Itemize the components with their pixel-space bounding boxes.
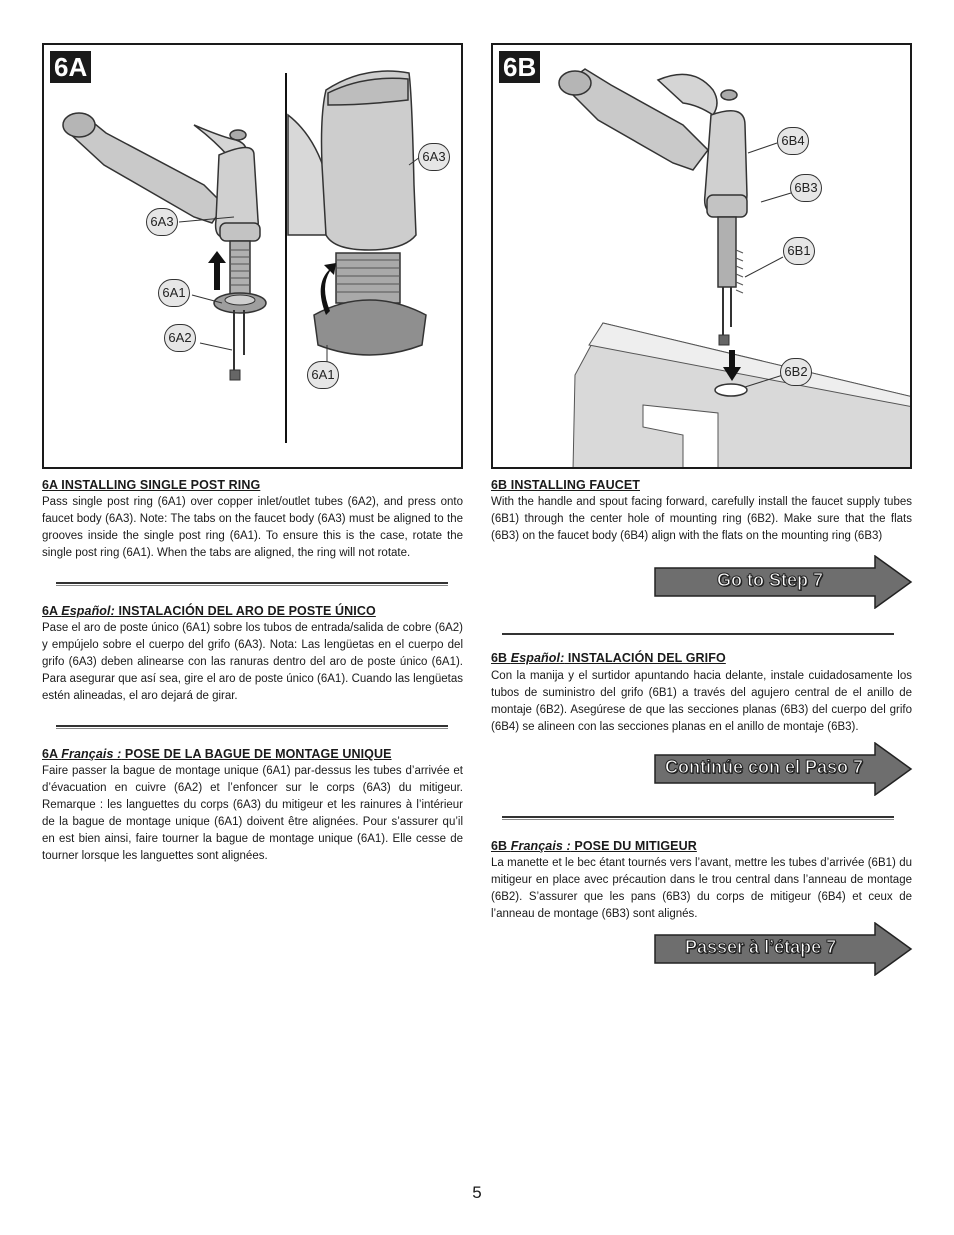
divider-rule bbox=[502, 633, 894, 636]
heading-language: Français : bbox=[61, 747, 122, 761]
arrow-shape bbox=[654, 741, 913, 797]
section-heading-6a-es: 6A Español: INSTALACIÓN DEL ARO DE POSTE… bbox=[42, 604, 376, 618]
passer-etape-7-arrow: Passer à l’étape 7 bbox=[653, 921, 913, 977]
figure-6b: 6B 6B4 6B3 6B1 6 bbox=[491, 43, 912, 469]
divider-rule bbox=[502, 816, 894, 820]
arrow-shape bbox=[654, 554, 913, 610]
heading-prefix: 6A bbox=[42, 747, 62, 761]
section-body-6a-en: Pass single post ring (6A1) over copper … bbox=[42, 496, 463, 559]
figure-tag-6b: 6B bbox=[499, 51, 541, 83]
arrow-label: Continúe con el Paso 7 bbox=[664, 757, 864, 778]
callout-6b3: 6B3 bbox=[790, 174, 822, 202]
heading-prefix: 6B bbox=[491, 839, 511, 853]
section-heading-6b-es: 6B Español: INSTALACIÓN DEL GRIFO bbox=[491, 651, 726, 665]
section-body-6a-fr: Faire passer la bague de montage unique … bbox=[42, 765, 463, 862]
arrow-label: Passer à l’étape 7 bbox=[684, 937, 837, 958]
section-heading-6a-fr: 6A Français : POSE DE LA BAGUE DE MONTAG… bbox=[42, 747, 392, 761]
faucet-illustration-6a bbox=[62, 70, 427, 443]
heading-title: POSE DE LA BAGUE DE MONTAGE UNIQUE bbox=[121, 747, 392, 761]
figure-6a: 6A bbox=[42, 43, 463, 469]
section-body-6b-fr: La manette et le bec étant tournés vers … bbox=[491, 857, 912, 920]
go-to-step-7-arrow: Go to Step 7 bbox=[653, 554, 913, 610]
heading-language: Español: bbox=[510, 651, 565, 665]
heading-prefix: 6B bbox=[491, 651, 511, 665]
arrow-shape bbox=[654, 921, 913, 977]
section-body-6a-es: Pase el aro de poste único (6A1) sobre l… bbox=[42, 622, 463, 702]
section-heading-6a-en: 6A INSTALLING SINGLE POST RING bbox=[42, 478, 261, 492]
callout-6a2: 6A2 bbox=[164, 324, 196, 352]
callout-6b1: 6B1 bbox=[783, 237, 815, 265]
divider-rule bbox=[56, 582, 448, 586]
heading-language: Français : bbox=[510, 839, 571, 853]
callout-6a3-left: 6A3 bbox=[146, 208, 178, 236]
callout-6a1-left: 6A1 bbox=[158, 279, 190, 307]
heading-language: Español: bbox=[61, 604, 115, 618]
faucet-illustration-6b bbox=[558, 68, 910, 467]
callout-6a3-right: 6A3 bbox=[418, 143, 450, 171]
figure-tag-6a: 6A bbox=[50, 51, 92, 83]
callout-6a1-right: 6A1 bbox=[307, 361, 339, 389]
heading-title: POSE DU MITIGEUR bbox=[570, 839, 697, 853]
page-number: 5 bbox=[472, 1183, 482, 1202]
callout-6b2: 6B2 bbox=[780, 358, 812, 386]
divider-rule bbox=[56, 725, 448, 729]
section-body-6b-en: With the handle and spout facing forward… bbox=[491, 496, 912, 542]
heading-prefix: 6A bbox=[42, 604, 62, 618]
section-heading-6b-fr: 6B Français : POSE DU MITIGEUR bbox=[491, 839, 697, 853]
section-body-6b-es: Con la manija y el surtidor apuntando ha… bbox=[491, 670, 912, 733]
arrow-label: Go to Step 7 bbox=[716, 570, 824, 591]
heading-title: INSTALACIÓN DEL ARO DE POSTE ÚNICO bbox=[114, 604, 376, 618]
callout-6b4: 6B4 bbox=[777, 127, 809, 155]
heading-title: INSTALACIÓN DEL GRIFO bbox=[564, 651, 726, 665]
section-heading-6b-en: 6B INSTALLING FAUCET bbox=[491, 478, 640, 492]
continue-step-7-arrow: Continúe con el Paso 7 bbox=[653, 741, 913, 797]
